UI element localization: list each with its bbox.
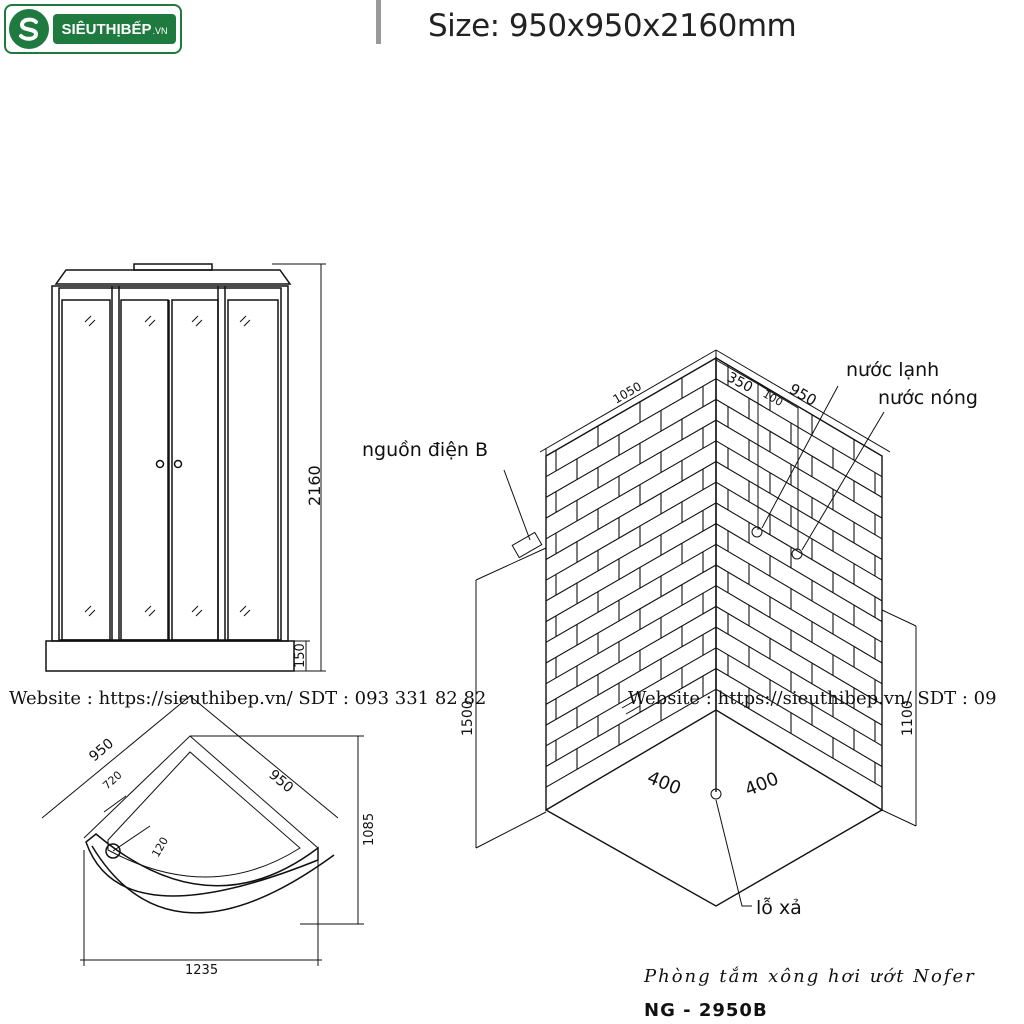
watermark-1: Website : https://sieuthibep.vn/ SDT : 0… (9, 688, 487, 709)
iso-dimensions (475, 349, 917, 907)
dim-wall-right: 950 (786, 380, 820, 410)
floor-drain (710, 788, 722, 800)
watermark-2: Website : https://sieuthibep.vn/ SDT : 0… (628, 688, 997, 709)
right-wall (715, 356, 883, 812)
tray-inner (107, 751, 301, 878)
dim-drain-y: 400 (742, 768, 782, 800)
dim-drain-x: 400 (644, 767, 684, 799)
top-view (41, 695, 364, 966)
dim-front-height: 2160 (305, 465, 324, 506)
bricks-left (545, 377, 717, 788)
label-hot-water: nước nóng (878, 387, 978, 409)
model-code: NG - 2950B (644, 1000, 768, 1021)
dim-top-inner: 720 (100, 769, 124, 793)
door-handle-right (173, 459, 183, 469)
bricks-right (715, 365, 883, 788)
logo-wordmark: SIÊUTHỊBẾP.VN (53, 14, 176, 44)
logo-text: SIÊUTHỊBẾP (61, 20, 152, 38)
glass-marks (84, 315, 251, 617)
front-panel-1 (61, 299, 111, 641)
front-frame-inner (58, 287, 282, 641)
front-panel-2 (120, 299, 169, 641)
dim-wall-gap: 100 (761, 387, 786, 409)
header-divider (376, 0, 381, 44)
front-top-cap (54, 269, 292, 285)
door-handle-left (155, 459, 165, 469)
dim-top-drain: 120 (149, 835, 171, 860)
product-name: Phòng tắm xông hơi ướt Nofer (644, 966, 976, 987)
front-view (45, 263, 326, 672)
dim-top-width: 1235 (185, 963, 218, 978)
front-panel-4 (227, 299, 279, 641)
site-logo[interactable]: SIÊUTHỊBẾP.VN (4, 4, 182, 54)
logo-s-icon (9, 9, 49, 49)
logo-domain: .VN (152, 26, 168, 36)
dim-top-side-b: 950 (265, 767, 296, 796)
power-socket (511, 531, 543, 559)
dim-front-base: 150 (293, 643, 308, 668)
dim-top-side-a: 950 (86, 736, 117, 765)
label-power: nguồn điện B (362, 439, 488, 461)
floor-edge (545, 809, 883, 907)
label-drain: lỗ xả (756, 896, 802, 919)
dim-tap-height: 1100 (900, 700, 916, 736)
size-heading: Size: 950x950x2160mm (428, 8, 797, 44)
dim-top-depth: 1085 (362, 813, 377, 846)
front-base (45, 640, 295, 672)
cold-water-outlet (751, 526, 763, 538)
iso-walls (545, 356, 883, 907)
front-frame (51, 285, 289, 642)
hot-water-outlet (791, 548, 803, 560)
front-panel-3 (171, 299, 219, 641)
drain-hole (105, 843, 121, 859)
tray-outer-curve (91, 845, 335, 914)
label-cold-water: nước lạnh (846, 359, 939, 381)
dim-power-height: 1500 (460, 700, 476, 736)
left-wall (545, 356, 717, 812)
front-top-vent (133, 263, 213, 271)
